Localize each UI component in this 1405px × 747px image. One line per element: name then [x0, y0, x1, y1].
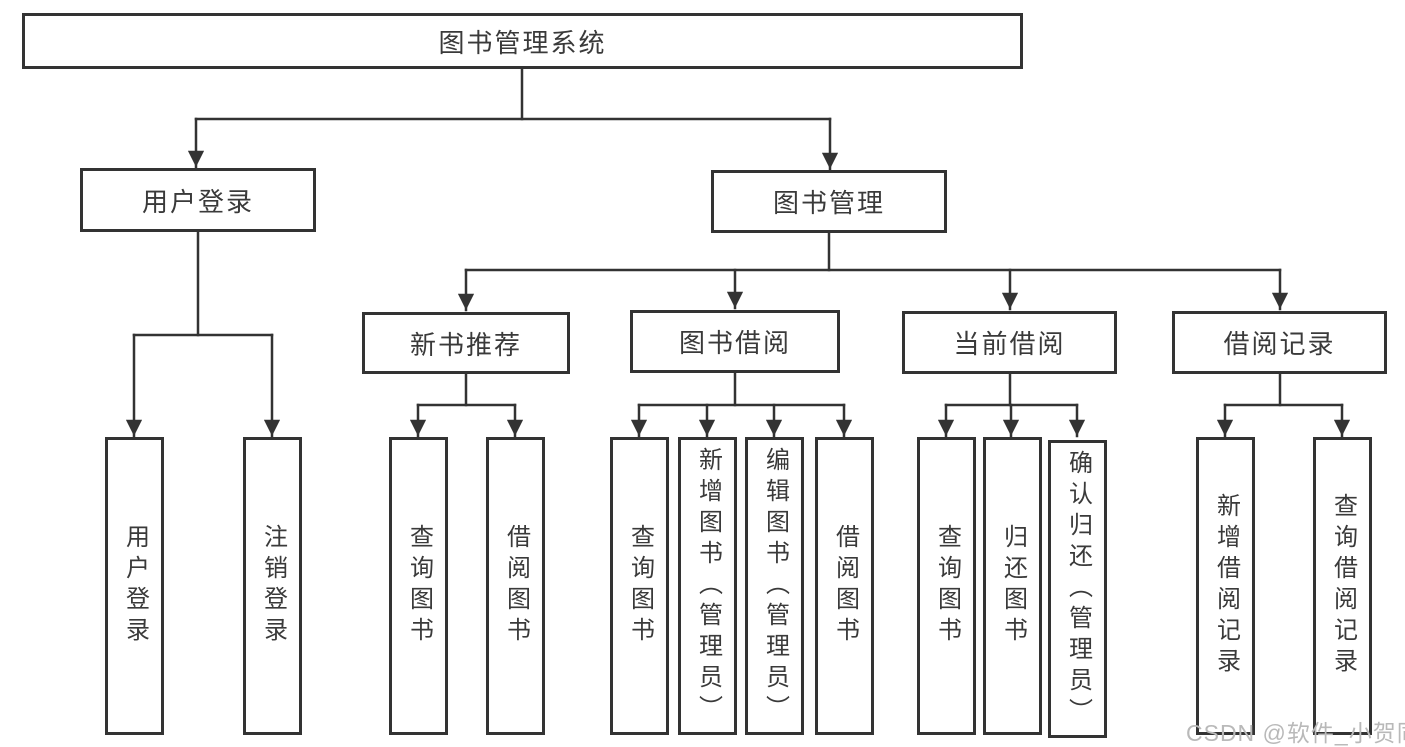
leaf-user-login: 用户登录: [105, 437, 164, 735]
node-new-book-recommend: 新书推荐: [362, 312, 570, 374]
node-label: 图书借阅: [678, 328, 791, 358]
node-book-management-system: 图书管理系统: [22, 13, 1023, 69]
leaf-borrow-books-1: 借阅图书: [486, 437, 545, 735]
leaf-query-books-2: 查询图书: [610, 437, 669, 735]
leaf-query-borrow-record: 查询借阅记录: [1313, 437, 1372, 735]
node-label: 查询借阅记录: [1329, 493, 1357, 679]
node-label: 注销登录: [259, 524, 287, 648]
csdn-watermark: CSDN @软件_小贺同学: [1186, 720, 1405, 746]
leaf-logout-login: 注销登录: [243, 437, 302, 735]
node-label: 借阅图书: [831, 524, 859, 648]
node-label: 归还图书: [999, 524, 1027, 648]
node-book-borrowing: 图书借阅: [630, 310, 840, 373]
node-label: 图书管理: [772, 188, 885, 218]
leaf-query-books-1: 查询图书: [389, 437, 448, 735]
node-label: 新增图书（管理员）: [694, 446, 722, 726]
leaf-confirm-return-admin: 确认归还（管理员）: [1048, 440, 1107, 738]
node-book-management: 图书管理: [711, 170, 947, 233]
node-label: 借阅记录: [1223, 329, 1336, 359]
node-label: 确认归还（管理员）: [1064, 449, 1092, 729]
node-label: 当前借阅: [953, 329, 1066, 359]
node-label: 用户登录: [121, 524, 149, 648]
leaf-borrow-books-2: 借阅图书: [815, 437, 874, 735]
node-label: 新书推荐: [409, 329, 522, 360]
leaf-add-borrow-record: 新增借阅记录: [1196, 437, 1255, 735]
node-label: 查询图书: [933, 524, 961, 648]
node-label: 查询图书: [405, 524, 433, 648]
node-label: 借阅图书: [502, 524, 530, 648]
node-label: 查询图书: [626, 524, 654, 648]
node-label: 图书管理系统: [438, 27, 607, 58]
leaf-add-book-admin: 新增图书（管理员）: [678, 437, 737, 735]
leaf-edit-book-admin: 编辑图书（管理员）: [745, 437, 804, 735]
node-label: 编辑图书（管理员）: [761, 446, 789, 726]
node-label: 新增借阅记录: [1212, 493, 1240, 679]
leaf-return-books: 归还图书: [983, 437, 1042, 735]
node-user-login: 用户登录: [80, 168, 316, 232]
node-label: 用户登录: [141, 186, 254, 217]
node-current-borrowing: 当前借阅: [902, 311, 1117, 374]
node-borrowing-records: 借阅记录: [1172, 311, 1387, 374]
leaf-query-books-3: 查询图书: [917, 437, 976, 735]
